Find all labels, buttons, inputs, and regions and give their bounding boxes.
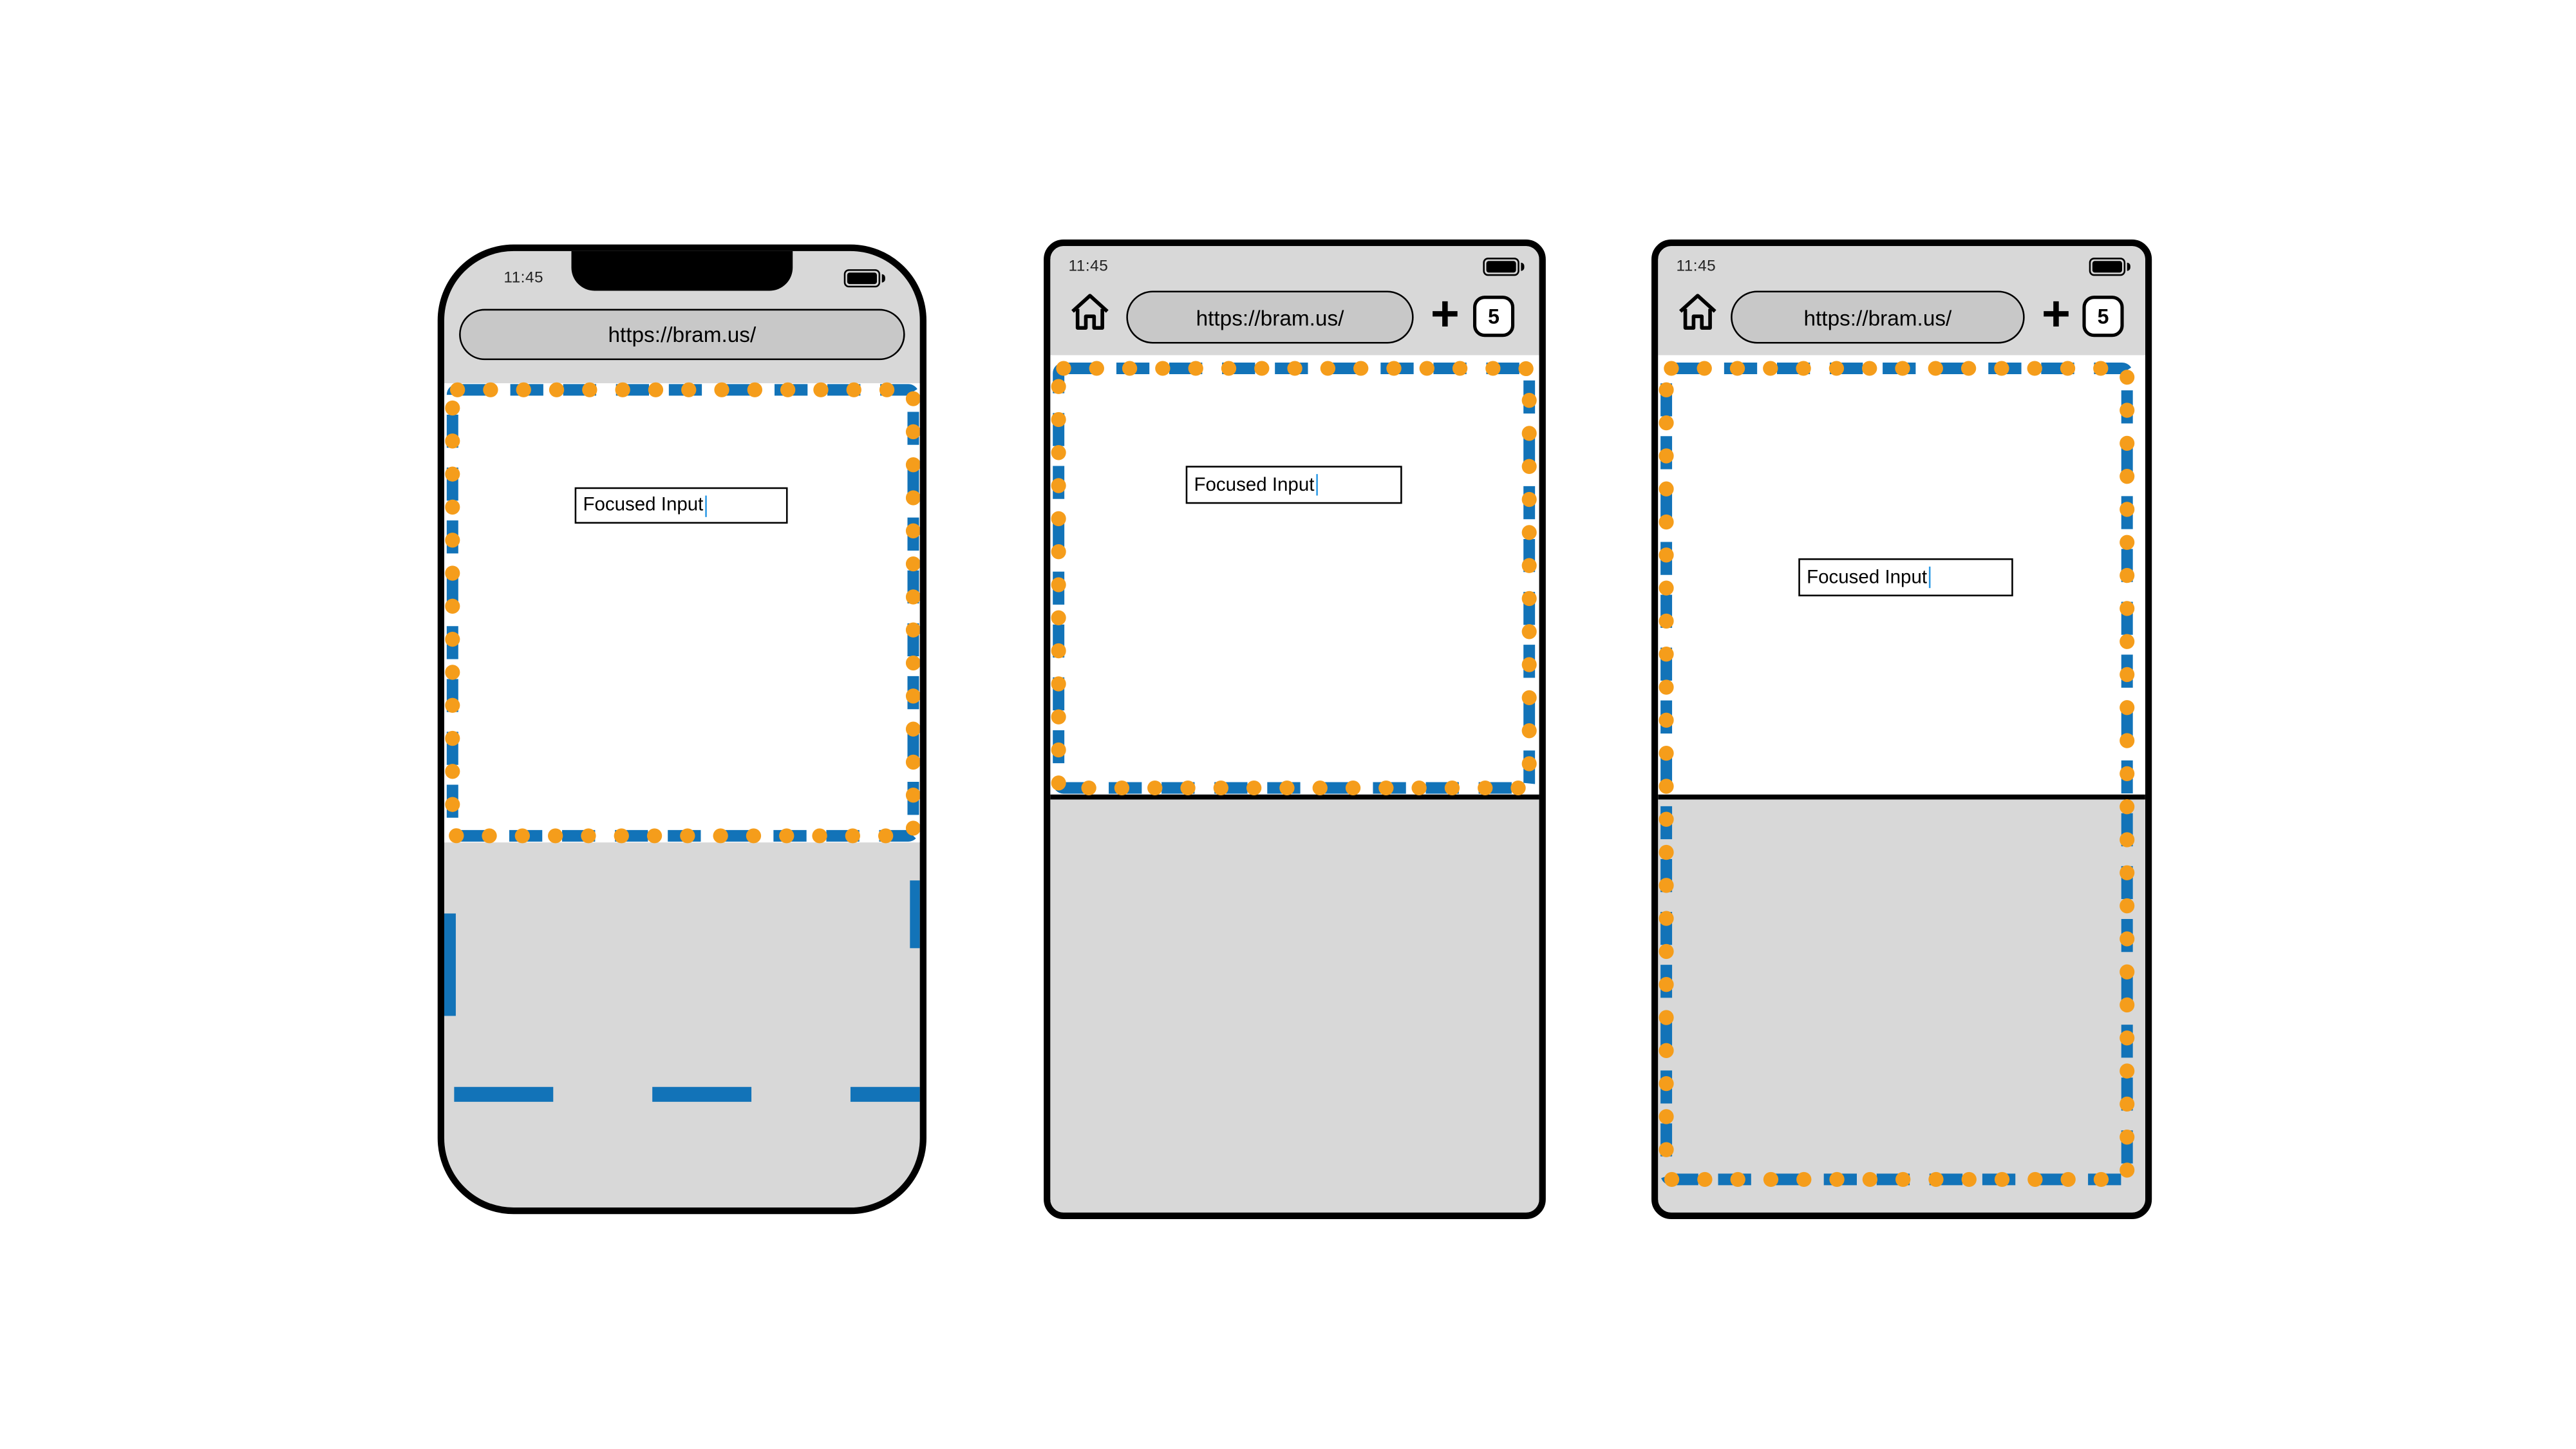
status-time: 11:45 bbox=[1676, 258, 1716, 276]
home-icon[interactable] bbox=[1675, 289, 1721, 336]
layout-viewport-dash-fragment bbox=[850, 1086, 920, 1102]
focused-input[interactable]: Focused Input bbox=[1798, 558, 2013, 596]
phone-android-overlays: 11:45 https://bram.us/ + 5 Focused Input bbox=[1651, 239, 2152, 1219]
battery-fill bbox=[2092, 261, 2123, 273]
focused-input-value: Focused Input bbox=[583, 495, 704, 516]
phone-iphone: 11:45 https://bram.us/ Focused Input bbox=[437, 244, 926, 1215]
focused-input[interactable]: Focused Input bbox=[1185, 466, 1402, 504]
notch bbox=[571, 251, 793, 291]
battery-nub bbox=[1520, 262, 1525, 270]
address-bar-text: https://bram.us/ bbox=[1803, 305, 1952, 330]
new-tab-plus-icon[interactable]: + bbox=[1430, 287, 1460, 342]
layout-viewport-dash-fragment bbox=[652, 1086, 752, 1102]
text-caret bbox=[1316, 474, 1319, 496]
keyboard-area bbox=[1658, 794, 2145, 1213]
status-time: 11:45 bbox=[1068, 258, 1109, 276]
address-bar[interactable]: https://bram.us/ bbox=[1126, 290, 1414, 344]
text-caret bbox=[1928, 566, 1932, 589]
layout-viewport-dash-fragment bbox=[910, 880, 920, 949]
address-bar-text: https://bram.us/ bbox=[1196, 305, 1344, 330]
layout-viewport-dash-fragment bbox=[454, 1086, 554, 1102]
visual-viewport-area bbox=[444, 383, 920, 843]
battery-fill bbox=[1486, 261, 1516, 273]
address-bar[interactable]: https://bram.us/ bbox=[1731, 290, 2025, 344]
keyboard-area bbox=[1050, 794, 1539, 1213]
battery-icon bbox=[1483, 258, 1525, 276]
tab-count: 5 bbox=[2097, 305, 2109, 328]
focused-input[interactable]: Focused Input bbox=[574, 487, 788, 524]
focused-input-value: Focused Input bbox=[1807, 567, 1928, 587]
address-bar-text: https://bram.us/ bbox=[608, 322, 757, 347]
battery-icon bbox=[2089, 258, 2130, 276]
battery-icon bbox=[843, 269, 885, 288]
battery-nub bbox=[2126, 262, 2130, 270]
battery-nub bbox=[881, 274, 885, 282]
battery-fill bbox=[847, 272, 878, 285]
layout-viewport-dash-fragment bbox=[444, 913, 456, 1016]
focused-input-value: Focused Input bbox=[1194, 475, 1315, 495]
tab-count-button[interactable]: 5 bbox=[2082, 296, 2124, 337]
text-caret bbox=[704, 495, 708, 516]
new-tab-plus-icon[interactable]: + bbox=[2041, 287, 2071, 342]
status-time: 11:45 bbox=[503, 269, 544, 288]
tab-count: 5 bbox=[1488, 305, 1500, 328]
tab-count-button[interactable]: 5 bbox=[1472, 296, 1515, 337]
phone-android-resizes: 11:45 https://bram.us/ + 5 Focused Input bbox=[1044, 239, 1546, 1219]
visual-viewport-area bbox=[1050, 355, 1539, 795]
address-bar[interactable]: https://bram.us/ bbox=[459, 308, 905, 361]
home-icon[interactable] bbox=[1067, 289, 1113, 336]
